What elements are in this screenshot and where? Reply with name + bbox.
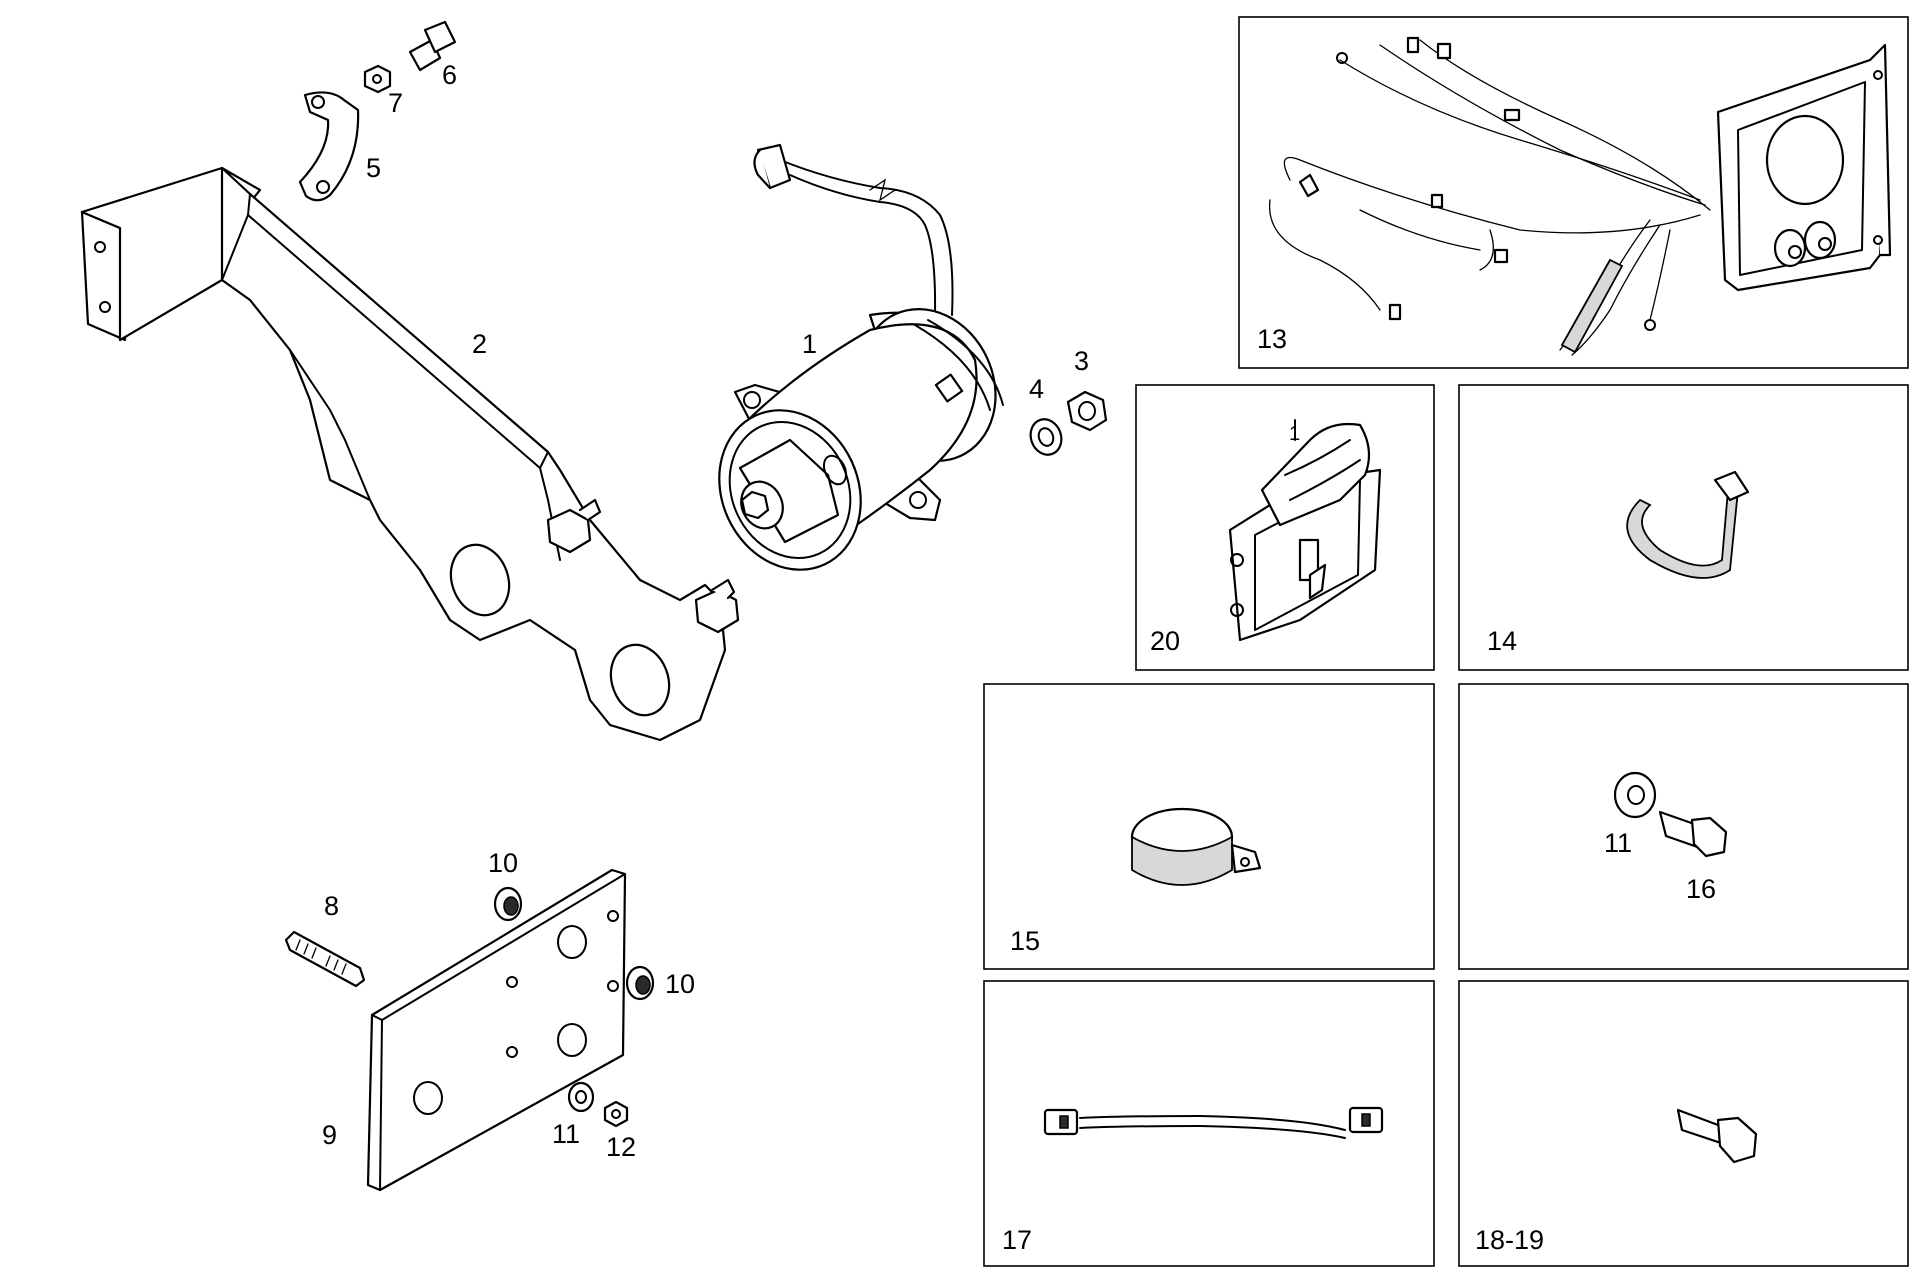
panel-13-label: 13 (1257, 324, 1287, 354)
washer-part-11 (567, 1081, 595, 1113)
control-unit-icon (1228, 419, 1382, 642)
clamp-part-5 (298, 91, 360, 202)
callout-3: 3 (1074, 346, 1089, 376)
panel-18-19-label: 18-19 (1475, 1225, 1544, 1255)
bolt-part-6 (408, 20, 457, 72)
bolt-icon (1676, 1108, 1758, 1164)
washer-icon (1613, 771, 1657, 819)
panel-14-label: 14 (1487, 626, 1517, 656)
bracket-part-2 (80, 166, 740, 742)
callout-6: 6 (442, 60, 457, 90)
hex-bolt-icon (546, 498, 602, 554)
hex-bolt-icon (694, 578, 740, 634)
panel-17: 17 (983, 980, 1435, 1267)
nut-part-10-side (625, 965, 655, 1001)
callout-5: 5 (366, 153, 381, 183)
cable-tie-icon (1626, 470, 1750, 579)
hose-clamp-icon (1130, 807, 1262, 886)
callout-7: 7 (388, 88, 403, 118)
panel-16-washer-label: 11 (1604, 828, 1632, 858)
panel-20-inner-label: 1 (1289, 423, 1300, 445)
panel-20: 1 20 (1135, 384, 1435, 671)
panel-18-19: 18-19 (1458, 980, 1909, 1267)
callout-8: 8 (324, 891, 339, 921)
callout-11: 11 (552, 1119, 580, 1149)
panel-14: 14 (1458, 384, 1909, 671)
stud-part-8 (284, 930, 366, 988)
panel-17-label: 17 (1002, 1225, 1032, 1255)
panel-20-label: 20 (1150, 626, 1180, 656)
wiring-harness-icon (1268, 36, 1892, 356)
panel-16-label: 16 (1686, 874, 1716, 904)
callout-2: 2 (472, 329, 487, 359)
washer-part-4 (1029, 418, 1063, 456)
plate-part-9 (366, 868, 627, 1192)
panel-15-label: 15 (1010, 926, 1040, 956)
callout-4: 4 (1029, 374, 1044, 404)
callout-10-side: 10 (665, 969, 695, 999)
bolt-icon (1658, 810, 1728, 858)
panel-13: 13 (1238, 16, 1909, 369)
callout-9: 9 (322, 1120, 337, 1150)
callout-10-top: 10 (488, 848, 518, 878)
callout-12: 12 (606, 1132, 636, 1162)
nut-part-10-top (493, 886, 523, 922)
panel-15: 15 (983, 683, 1435, 970)
nut-part-12 (603, 1100, 629, 1128)
nut-part-3 (1066, 390, 1108, 432)
callout-1: 1 (802, 329, 817, 359)
nut-part-7 (363, 64, 392, 94)
motor-part-1 (718, 143, 1004, 571)
cable-icon (1043, 1106, 1384, 1139)
panel-16: 11 16 (1458, 683, 1909, 970)
